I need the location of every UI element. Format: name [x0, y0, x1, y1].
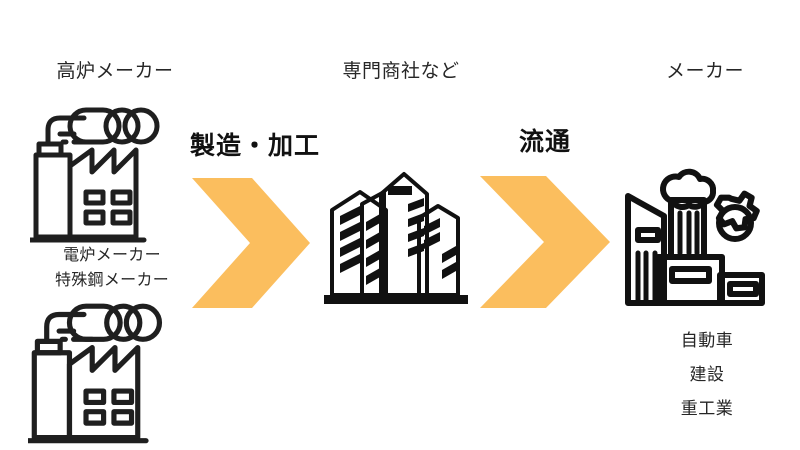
- downstream-sector-labels: 自動車 建設 重工業: [612, 324, 800, 426]
- industrial-plant-gear-icon: [622, 163, 772, 311]
- column-header-upstream: 高炉メーカー: [56, 61, 174, 82]
- sub-label-denro: 電炉メーカー: [63, 247, 161, 264]
- arrow-label-distribution: 流通: [518, 128, 571, 156]
- column-header-midstream: 専門商社など: [342, 61, 460, 82]
- factory-icon: [30, 104, 170, 249]
- arrow-manufacturing: [190, 176, 312, 310]
- arrow-distribution: [478, 174, 612, 310]
- sector-label-construction: 建設: [689, 365, 725, 384]
- upstream-sub-labels: 電炉メーカー 特殊鋼メーカー: [12, 243, 212, 293]
- sector-label-heavy-industry: 重工業: [680, 399, 734, 418]
- sub-label-tokushuko: 特殊鋼メーカー: [54, 272, 170, 289]
- arrow-label-manufacturing: 製造・加工: [189, 132, 320, 160]
- factory-icon-secondary: [28, 300, 173, 450]
- sector-label-automotive: 自動車: [680, 331, 734, 350]
- column-header-downstream: メーカー: [665, 61, 744, 82]
- office-buildings-icon: [320, 162, 472, 310]
